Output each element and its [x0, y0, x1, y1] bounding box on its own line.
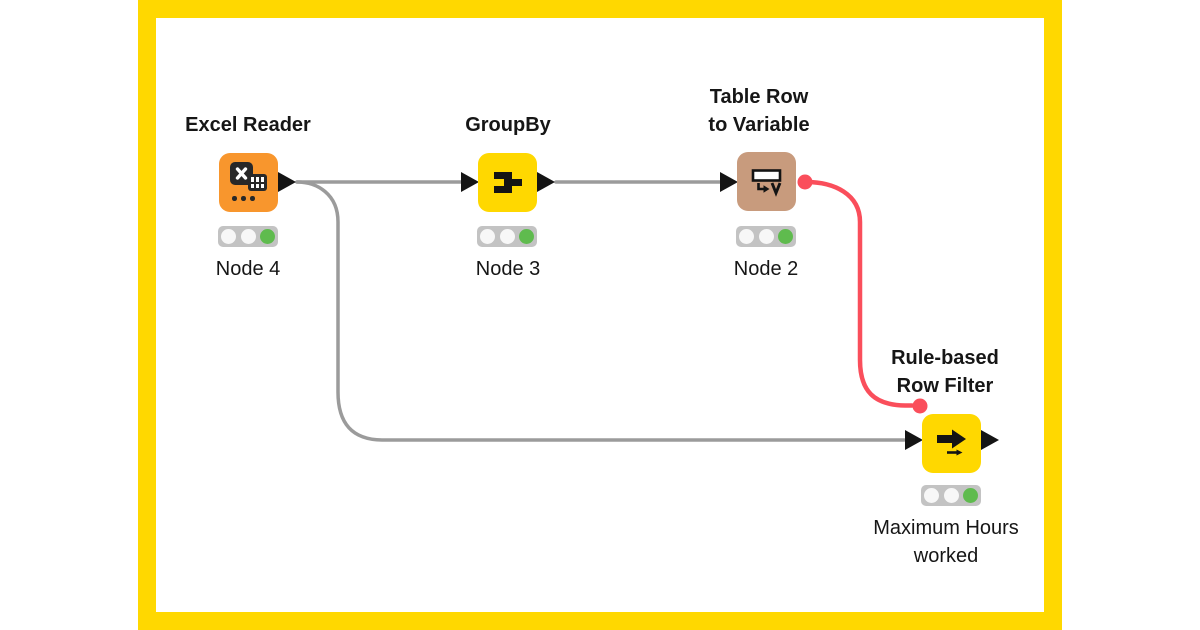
- traffic-light-tablerow-to-variable: [736, 226, 796, 247]
- node-rule-based-row-filter[interactable]: [922, 414, 981, 473]
- tablerow-flowvariable-output-port[interactable]: [797, 174, 813, 190]
- node-title-tablerow-to-variable: Table Row to Variable: [708, 86, 810, 136]
- status-dot-yellow: [499, 229, 515, 244]
- node-title-rule-based-row-filter: Rule-based Row Filter: [891, 347, 999, 397]
- node-title-groupby: GroupBy: [465, 114, 551, 136]
- workflow-canvas: [138, 0, 1062, 630]
- excel-reader-output-port[interactable]: [278, 172, 296, 192]
- node-label-groupby: Node 3: [475, 258, 541, 280]
- node-excel-reader[interactable]: [219, 153, 278, 212]
- rowfilter-flowvariable-input-port[interactable]: [912, 398, 928, 414]
- traffic-light-excel-reader: [218, 226, 278, 247]
- groupby-output-port[interactable]: [537, 172, 555, 192]
- groupby-input-port[interactable]: [461, 172, 479, 192]
- status-dot-red: [924, 488, 939, 503]
- excel-x-logo: [230, 162, 253, 185]
- spreadsheet-grid-icon: [248, 174, 267, 191]
- status-dot-green: [778, 229, 793, 244]
- node-tablerow-to-variable[interactable]: [737, 152, 796, 211]
- rule-based-row-filter-icon: [937, 429, 966, 456]
- node-label-rule-based-row-filter: Maximum Hours worked: [873, 517, 1019, 567]
- rowfilter-output-port[interactable]: [981, 430, 999, 450]
- node-label-tablerow-to-variable: Node 2: [733, 258, 799, 280]
- status-dot-yellow: [943, 488, 959, 503]
- status-dot-yellow: [240, 229, 256, 244]
- status-dot-red: [480, 229, 495, 244]
- tablerow-input-port[interactable]: [720, 172, 738, 192]
- status-dot-red: [739, 229, 754, 244]
- connection-flowvariable-tablerow-to-rowfilter[interactable]: [803, 179, 915, 408]
- table-row-to-variable-icon: [751, 169, 782, 197]
- excel-reader-icon: [219, 153, 278, 212]
- traffic-light-groupby: [477, 226, 537, 247]
- node-label-excel-reader: Node 4: [215, 258, 281, 280]
- rowfilter-input-port[interactable]: [905, 430, 923, 450]
- ellipsis-ports-icon: [232, 196, 255, 201]
- status-dot-green: [260, 229, 275, 244]
- status-dot-green: [963, 488, 978, 503]
- status-dot-green: [519, 229, 534, 244]
- traffic-light-rule-based-row-filter: [921, 485, 981, 506]
- groupby-icon: [494, 172, 522, 193]
- status-dot-red: [221, 229, 236, 244]
- status-dot-yellow: [758, 229, 774, 244]
- node-title-excel-reader: Excel Reader: [185, 114, 311, 136]
- node-groupby[interactable]: [478, 153, 537, 212]
- connection-excel-to-rowfilter[interactable]: [295, 180, 906, 442]
